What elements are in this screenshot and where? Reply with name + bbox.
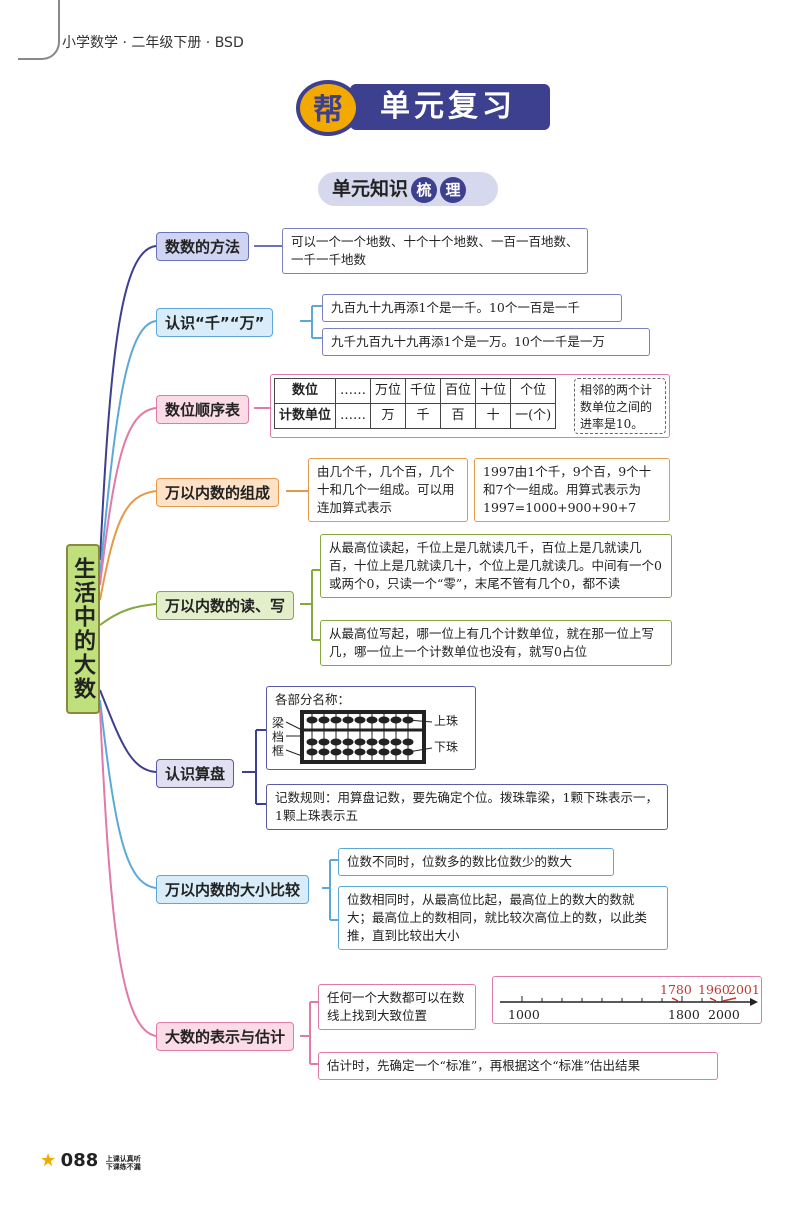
subtitle-badge-2: 理 (440, 176, 467, 203)
place-value-table: 数位 …… 万位 千位 百位 十位 个位 计数单位 …… 万 千 百 十 一(个… (273, 378, 557, 429)
counting-box: 可以一个一个地数、十个十个地数、一百一百地数、一千一千地数 (282, 228, 588, 274)
numberline-mark-1960: 1960 (698, 982, 730, 997)
table-cell: 百 (440, 403, 477, 429)
table-cell: 万 (370, 403, 407, 429)
abacus-label-lower: 下珠 (434, 740, 459, 754)
table-cell: 十 (475, 403, 512, 429)
page-header: 小学数学 · 二年级下册 · BSD (62, 35, 244, 51)
table-cell: 万位 (370, 378, 407, 404)
table-cell: 数位 (273, 378, 337, 404)
abacus-rule: 记数规则：用算盘记数，要先确定个位。拨珠靠梁，1颗下珠表示一，1颗上珠表示五 (266, 784, 668, 830)
table-row: 数位 …… 万位 千位 百位 十位 个位 (273, 378, 557, 404)
estimate-box-a: 任何一个大数都可以在数线上找到大致位置 (318, 984, 476, 1030)
subtitle-text: 单元知识 (332, 178, 409, 200)
mindmap-root: 生活中的大数 (66, 544, 100, 714)
abacus-label-rod: 档 (272, 730, 285, 744)
page-footer: ★ 088 上课认真听 下课练不漏 (40, 1150, 141, 1171)
abacus-left-labels: 梁 档 框 (272, 716, 284, 758)
abacus-label-upper: 上珠 (434, 714, 459, 728)
compare-box-b: 位数相同时，从最高位比起，最高位上的数大的数就大；最高位上的数相同，就比较次高位… (338, 886, 668, 950)
star-icon: ★ (40, 1150, 57, 1171)
composition-box-a: 由几个千，几个百，几个十和几个一组成。可以用连加算式表示 (308, 458, 468, 522)
page-number: 088 (60, 1150, 99, 1171)
footer-slogan: 上课认真听 下课练不漏 (106, 1155, 141, 1171)
category-place-table: 数位顺序表 (156, 395, 250, 424)
category-composition: 万以内数的组成 (156, 478, 280, 507)
thousand-box-b: 九千九百九十九再添1个是一万。10个一千是一万 (322, 328, 650, 356)
composition-box-b: 1997由1个千，9个百，9个十和7个一组成。用算式表示为1997=1000+9… (474, 458, 670, 522)
table-cell: 一(个) (510, 403, 557, 429)
table-cell: …… (335, 403, 372, 429)
numberline-mark-1780: 1780 (660, 982, 692, 997)
numberline-tick-1000: 1000 (508, 1007, 540, 1022)
numberline-tick-1800: 1800 (668, 1007, 700, 1022)
table-cell: 个位 (510, 378, 557, 404)
numberline-tick-2000: 2000 (708, 1007, 740, 1022)
abacus-heading: 各部分名称： (275, 692, 351, 707)
abacus-label-beam: 梁 (272, 716, 285, 730)
abacus-label-frame: 框 (272, 744, 285, 758)
title-badge: 帮 (296, 80, 360, 136)
category-thousand: 认识“千”“万” (156, 308, 274, 337)
page-corner-decoration (18, 0, 60, 60)
estimate-box-b: 估计时，先确定一个“标准”，再根据这个“标准”估出结果 (318, 1052, 718, 1080)
table-cell: 百位 (440, 378, 477, 404)
place-table-note: 相邻的两个计数单位之间的进率是10。 (574, 378, 666, 434)
compare-box-a: 位数不同时，位数多的数比位数少的数大 (338, 848, 614, 876)
numberline-mark-2001: 2001 (728, 982, 760, 997)
footer-slogan-2: 下课练不漏 (105, 1162, 141, 1171)
readwrite-box-b: 从最高位写起，哪一位上有几个计数单位，就在那一位上写几，哪一位上一个计数单位也没… (320, 620, 672, 666)
table-cell: 千位 (405, 378, 442, 404)
table-cell: …… (335, 378, 372, 404)
category-counting: 数数的方法 (156, 232, 250, 261)
abacus-box: 各部分名称： (266, 686, 476, 770)
numberline-box (492, 976, 762, 1024)
table-cell: 十位 (475, 378, 512, 404)
footer-slogan-1: 上课认真听 (105, 1154, 141, 1163)
category-abacus: 认识算盘 (156, 759, 235, 788)
subtitle-badge-1: 梳 (411, 176, 438, 203)
table-cell: 千 (405, 403, 442, 429)
category-compare: 万以内数的大小比较 (156, 875, 310, 904)
table-cell: 计数单位 (273, 403, 337, 429)
subtitle: 单元知识梳理 (318, 172, 498, 206)
thousand-box-a: 九百九十九再添1个是一千。10个一百是一千 (322, 294, 622, 322)
category-estimate: 大数的表示与估计 (156, 1022, 295, 1051)
section-title: 单元复习 (350, 84, 550, 130)
category-readwrite: 万以内数的读、写 (156, 591, 295, 620)
table-row: 计数单位 …… 万 千 百 十 一(个) (273, 403, 557, 429)
readwrite-box-a: 从最高位读起，千位上是几就读几千，百位上是几就读几百，十位上是几就读几十，个位上… (320, 534, 672, 598)
